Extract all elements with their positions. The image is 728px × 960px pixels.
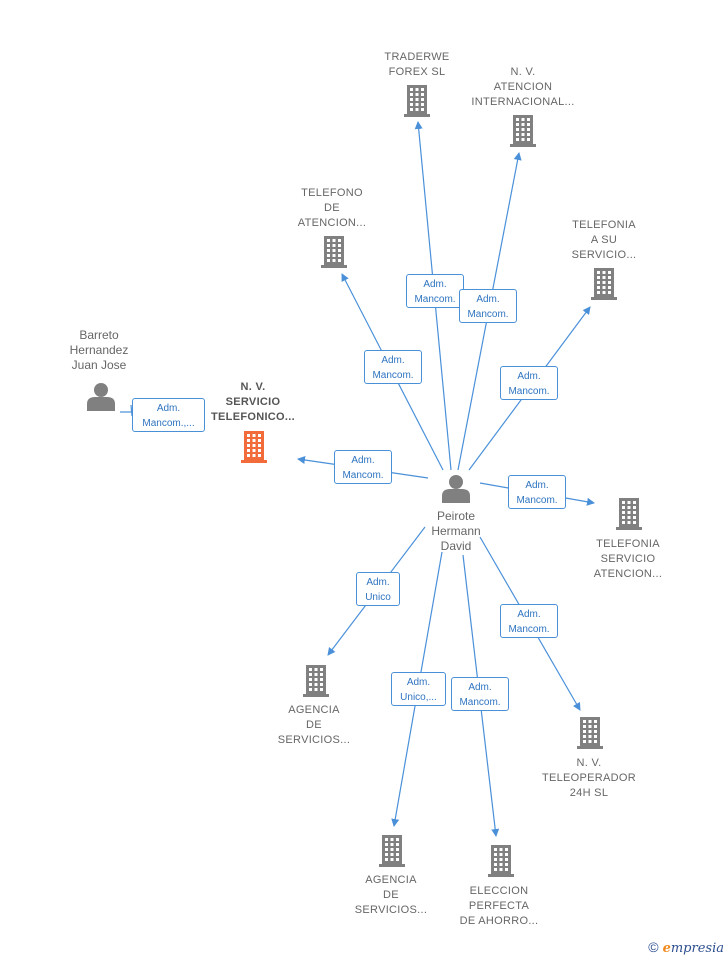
node-label-nv_servicio[interactable]: N. V. SERVICIO TELEFONICO... [211, 381, 295, 423]
node-nv_atencion-building-icon[interactable] [510, 115, 536, 147]
edge-label-nv_servicio[interactable]: Adm. Mancom.,... [132, 398, 205, 432]
node-label-eleccion[interactable]: ELECCION PERFECTA DE AHORRO... [459, 885, 539, 927]
edge-label-telefonia_servicio_atencion[interactable]: Adm. Mancom. [508, 475, 566, 509]
node-label-traderwe[interactable]: TRADERWE FOREX SL [384, 51, 450, 78]
edge-label-traderwe[interactable]: Adm. Mancom. [406, 274, 464, 308]
node-label-telefono_atencion[interactable]: TELEFONO DE ATENCION... [297, 187, 367, 229]
edge-label-telefono_atencion[interactable]: Adm. Mancom. [364, 350, 422, 384]
edge-label-agencia_1[interactable]: Adm. Unico [356, 572, 400, 606]
node-label-agencia_1[interactable]: AGENCIA DE SERVICIOS... [277, 704, 351, 746]
edge-label-telefonia_su_servicio[interactable]: Adm. Mancom. [500, 366, 558, 400]
brand-logo-e: e [662, 941, 671, 956]
node-telefono_atencion-building-icon[interactable] [321, 236, 347, 268]
edge-barreto-to-nv_servicio [130, 404, 133, 417]
brand-watermark: ©empresia [648, 939, 724, 956]
edge-label-nv_atencion[interactable]: Adm. Mancom. [459, 289, 517, 323]
edge-label-eleccion[interactable]: Adm. Mancom. [451, 677, 509, 711]
node-label-nv_atencion[interactable]: N. V. ATENCION INTERNACIONAL... [471, 66, 575, 108]
node-label-nv_teleoperador[interactable]: N. V. TELEOPERADOR 24H SL [541, 757, 637, 799]
brand-logo-text: mpresia [670, 941, 724, 956]
copyright-symbol: © [648, 939, 659, 955]
node-agencia_1-building-icon[interactable] [303, 665, 329, 697]
node-telefonia_su_servicio-building-icon[interactable] [591, 268, 617, 300]
edge-label-agencia_2[interactable]: Adm. Unico,... [391, 672, 446, 706]
node-nv_teleoperador-building-icon[interactable] [577, 717, 603, 749]
node-telefonia_servicio_atencion-building-icon[interactable] [616, 498, 642, 530]
node-peirote-person-icon[interactable] [442, 475, 470, 503]
node-nv_servicio-building-icon[interactable] [241, 431, 267, 463]
node-label-barreto[interactable]: Barreto Hernandez Juan Jose [69, 328, 129, 372]
edge-label-nv_teleoperador[interactable]: Adm. Mancom. [500, 604, 558, 638]
node-traderwe-building-icon[interactable] [404, 85, 430, 117]
edge-label-nv_servicio[interactable]: Adm. Mancom. [334, 450, 392, 484]
node-label-agencia_2[interactable]: AGENCIA DE SERVICIOS... [354, 874, 428, 916]
node-label-telefonia_su_servicio[interactable]: TELEFONIA A SU SERVICIO... [571, 219, 637, 261]
node-eleccion-building-icon[interactable] [488, 845, 514, 877]
node-label-peirote[interactable]: Peirote Hermann David [431, 509, 481, 553]
node-agencia_2-building-icon[interactable] [379, 835, 405, 867]
node-barreto-person-icon[interactable] [87, 383, 115, 411]
node-label-telefonia_servicio_atencion[interactable]: TELEFONIA SERVICIO ATENCION... [593, 538, 663, 580]
